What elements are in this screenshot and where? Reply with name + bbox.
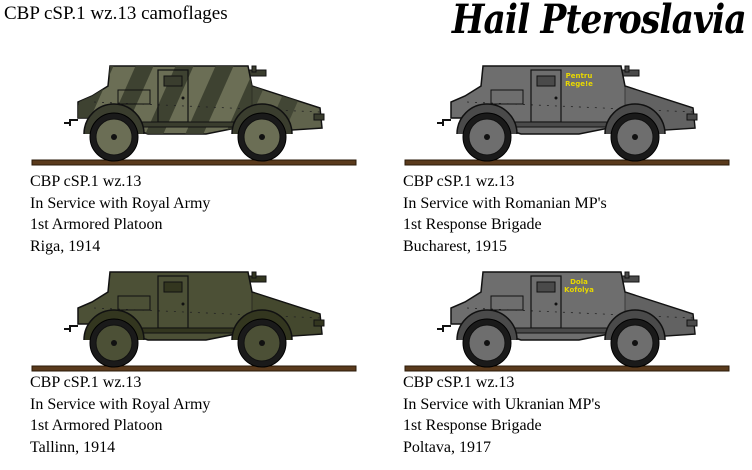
vehicle-caption: CBP cSP.1 wz.13 In Service with Royal Ar… [30, 171, 210, 257]
front-gun-mount [247, 69, 267, 77]
rear-hatch [490, 295, 524, 311]
caption-place-date: Tallinn, 1914 [30, 438, 116, 456]
running-board [506, 327, 618, 334]
insignia-text: Pentru [566, 72, 593, 80]
insignia-badge [565, 70, 593, 92]
caption-service: In Service with Romanian MP's [403, 194, 607, 212]
wheel-center [111, 134, 117, 140]
caption-service: In Service with Royal Army [30, 395, 211, 413]
running-board [506, 121, 618, 128]
caption-service: In Service with Royal Army [30, 194, 211, 212]
caption-place-date: Riga, 1914 [30, 237, 101, 255]
rear-hatch [490, 89, 524, 105]
door-handle [554, 96, 558, 100]
insignia-text: Dola [570, 278, 588, 286]
caption-model: CBP cSP.1 wz.13 [403, 374, 515, 391]
caption-unit: 1st Response Brigade [403, 216, 542, 233]
caption-unit: 1st Response Brigade [403, 417, 542, 434]
headlamp [686, 113, 698, 121]
headlamp [686, 319, 698, 327]
tow-hook [437, 325, 451, 332]
door-handle [554, 302, 558, 306]
front-gun-mount [247, 275, 267, 283]
caption-model: CBP cSP.1 wz.13 [30, 374, 142, 391]
vehicle-caption: CBP cSP.1 wz.13 In Service with Ukranian… [403, 372, 601, 458]
caption-model: CBP cSP.1 wz.13 [30, 173, 142, 190]
insignia-text: Rege!e [565, 80, 593, 88]
ground-strip [404, 365, 730, 372]
wheel-center [484, 134, 490, 140]
caption-place-date: Bucharest, 1915 [403, 237, 507, 255]
vision-slit [536, 75, 556, 87]
vehicle-caption: CBP cSP.1 wz.13 In Service with Romanian… [403, 171, 607, 257]
caption-model: CBP cSP.1 wz.13 [403, 173, 515, 190]
tow-hook [64, 119, 78, 126]
ground-strip [31, 159, 357, 166]
vision-slit [163, 281, 183, 293]
tow-hook [64, 325, 78, 332]
wheel-center [111, 340, 117, 346]
rear-hatch [117, 295, 151, 311]
armored-car-illustration [31, 65, 357, 166]
rear-hatch [117, 89, 151, 105]
front-gun-mount [620, 69, 640, 77]
running-board [133, 121, 245, 128]
insignia-text: Kofolya [564, 286, 594, 294]
headlamp [313, 319, 325, 327]
door-handle [181, 302, 185, 306]
ground-strip [31, 365, 357, 372]
front-gun-mount [620, 275, 640, 283]
armored-car-illustration [31, 271, 357, 372]
door-handle [181, 96, 185, 100]
wheel-center [259, 134, 265, 140]
wheel-center [632, 340, 638, 346]
tow-hook [437, 119, 451, 126]
headlamp [313, 113, 325, 121]
vision-slit [536, 281, 556, 293]
ground-strip [404, 159, 730, 166]
vision-slit [163, 75, 183, 87]
caption-unit: 1st Armored Platoon [30, 417, 163, 434]
brand-logo: Hail Pteroslavia [452, 0, 747, 43]
wheel-center [484, 340, 490, 346]
caption-service: In Service with Ukranian MP's [403, 395, 601, 413]
running-board [133, 327, 245, 334]
caption-place-date: Poltava, 1917 [403, 438, 491, 456]
page-title: CBP cSP.1 wz.13 camoflages [4, 3, 228, 24]
wheel-center [259, 340, 265, 346]
insignia-badge [565, 276, 593, 298]
caption-unit: 1st Armored Platoon [30, 216, 163, 233]
wheel-center [632, 134, 638, 140]
vehicle-caption: CBP cSP.1 wz.13 In Service with Royal Ar… [30, 372, 210, 458]
